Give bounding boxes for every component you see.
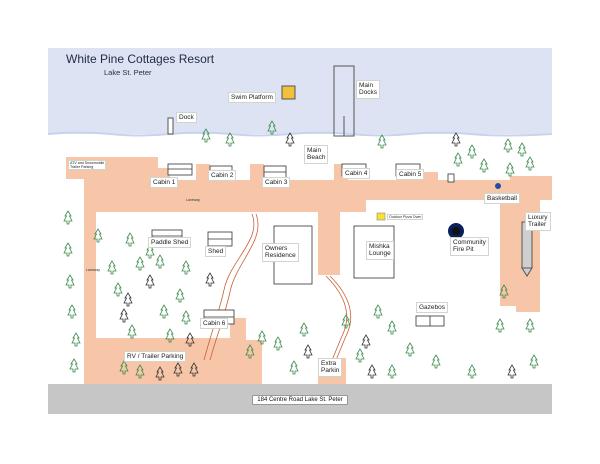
gazebos-label: Gazebos (416, 302, 449, 314)
tree-icon (123, 292, 133, 307)
tree-icon (125, 232, 135, 247)
tree-icon (225, 132, 235, 147)
map-subtitle: Lake St. Peter (104, 68, 152, 77)
tree-icon (165, 328, 175, 343)
tree-icon (63, 210, 73, 225)
tree-icon (507, 364, 517, 379)
tree-icon (107, 260, 117, 275)
tree-icon (405, 342, 415, 357)
tree-icon (63, 242, 73, 257)
tree-icon (93, 228, 103, 243)
tree-icon (299, 322, 309, 337)
main-docks-label: Main Docks (356, 80, 381, 99)
community-fire-pit-label: Community Fire Pit (450, 237, 489, 256)
tree-icon (155, 254, 165, 269)
tree-icon (185, 332, 195, 347)
rv-parking-label: RV / Trailer Parking (124, 351, 187, 363)
map-title: White Pine Cottages Resort (66, 52, 215, 66)
road-address-text: 184 Centre Road Lake St. Peter (252, 395, 348, 405)
extra-parking-label: Extra Parkin (318, 358, 343, 377)
tree-icon (201, 128, 211, 143)
mishka-lounge-label: Mishka Lounge (366, 241, 394, 260)
cabin-4-label: Cabin 4 (342, 168, 371, 180)
road-address: 184 Centre Road Lake St. Peter (0, 395, 600, 405)
tree-icon (467, 144, 477, 159)
tree-icon (71, 332, 81, 347)
shed-label: Shed (205, 246, 227, 258)
laneway-left-label: Laneway (86, 268, 101, 272)
tree-icon (303, 344, 313, 359)
tree-icon (67, 304, 77, 319)
main-docks (333, 65, 355, 137)
tree-icon (145, 244, 155, 259)
tree-icon (155, 366, 165, 381)
cabin-6-label: Cabin 6 (200, 318, 229, 330)
tree-icon (181, 310, 191, 325)
tree-icon (373, 304, 383, 319)
pizza-oven-icon (376, 212, 386, 221)
tree-icon (367, 364, 377, 379)
tree-icon (257, 330, 267, 345)
tree-icon (181, 260, 191, 275)
tree-icon (273, 336, 283, 351)
tree-icon (529, 354, 539, 369)
tree-icon (173, 362, 183, 377)
trees (63, 120, 539, 381)
swim-platform-label: Swim Platform (228, 92, 276, 104)
tree-icon (189, 362, 199, 377)
walking-paths (203, 213, 352, 361)
lake-area (48, 48, 552, 134)
tree-icon (377, 134, 387, 149)
tree-icon (525, 156, 535, 171)
tree-icon (119, 308, 129, 323)
tree-icon (159, 304, 169, 319)
tree-icon (175, 288, 185, 303)
tree-icon (267, 120, 277, 135)
dock (167, 117, 174, 135)
basketball-label: Basketball (484, 193, 520, 205)
tree-icon (69, 358, 79, 373)
tree-icon (431, 354, 441, 369)
tree-icon (355, 348, 365, 363)
cabin-2-label: Cabin 2 (208, 170, 237, 182)
tree-icon (387, 364, 397, 379)
dock-label: Dock (176, 112, 197, 124)
cabin-1-label: Cabin 1 (150, 177, 179, 189)
tree-icon (503, 138, 513, 153)
atv-parking-label: ATV and Snowmobile Trailer Parking (68, 160, 107, 171)
pizza-oven-label: Outdoor Pizza Oven (387, 214, 424, 221)
tree-icon (127, 324, 137, 339)
cabin-5-label: Cabin 5 (396, 169, 425, 181)
tree-icon (467, 364, 477, 379)
tree-icon (245, 344, 255, 359)
tree-icon (517, 142, 527, 157)
main-beach-label: Main Beach (304, 145, 329, 164)
tree-icon (361, 334, 371, 349)
paddle-shed-label: Paddle Shed (148, 237, 192, 249)
tree-icon (451, 132, 461, 147)
tree-icon (499, 284, 509, 299)
tree-icon (119, 360, 129, 375)
tree-icon (113, 282, 123, 297)
tree-icon (495, 318, 505, 333)
tree-icon (285, 132, 295, 147)
cabin-3-label: Cabin 3 (262, 177, 291, 189)
laneway-top-label: Laneway (186, 198, 201, 202)
tree-icon (525, 318, 535, 333)
tree-icon (505, 162, 515, 177)
basketball-icon (495, 183, 501, 189)
tree-icon (387, 320, 397, 335)
tree-icon (135, 364, 145, 379)
luxury-trailer-label: Luxury Trailer (525, 212, 551, 231)
tree-icon (453, 152, 463, 167)
tree-icon (65, 274, 75, 289)
swim-platform (281, 85, 296, 100)
tree-icon (135, 256, 145, 271)
tree-icon (289, 360, 299, 375)
tree-icon (205, 272, 215, 287)
tree-icon (145, 274, 155, 289)
tree-icon (479, 158, 489, 173)
tree-icon (341, 314, 351, 329)
owners-residence-label: Owners Residence (262, 243, 299, 262)
